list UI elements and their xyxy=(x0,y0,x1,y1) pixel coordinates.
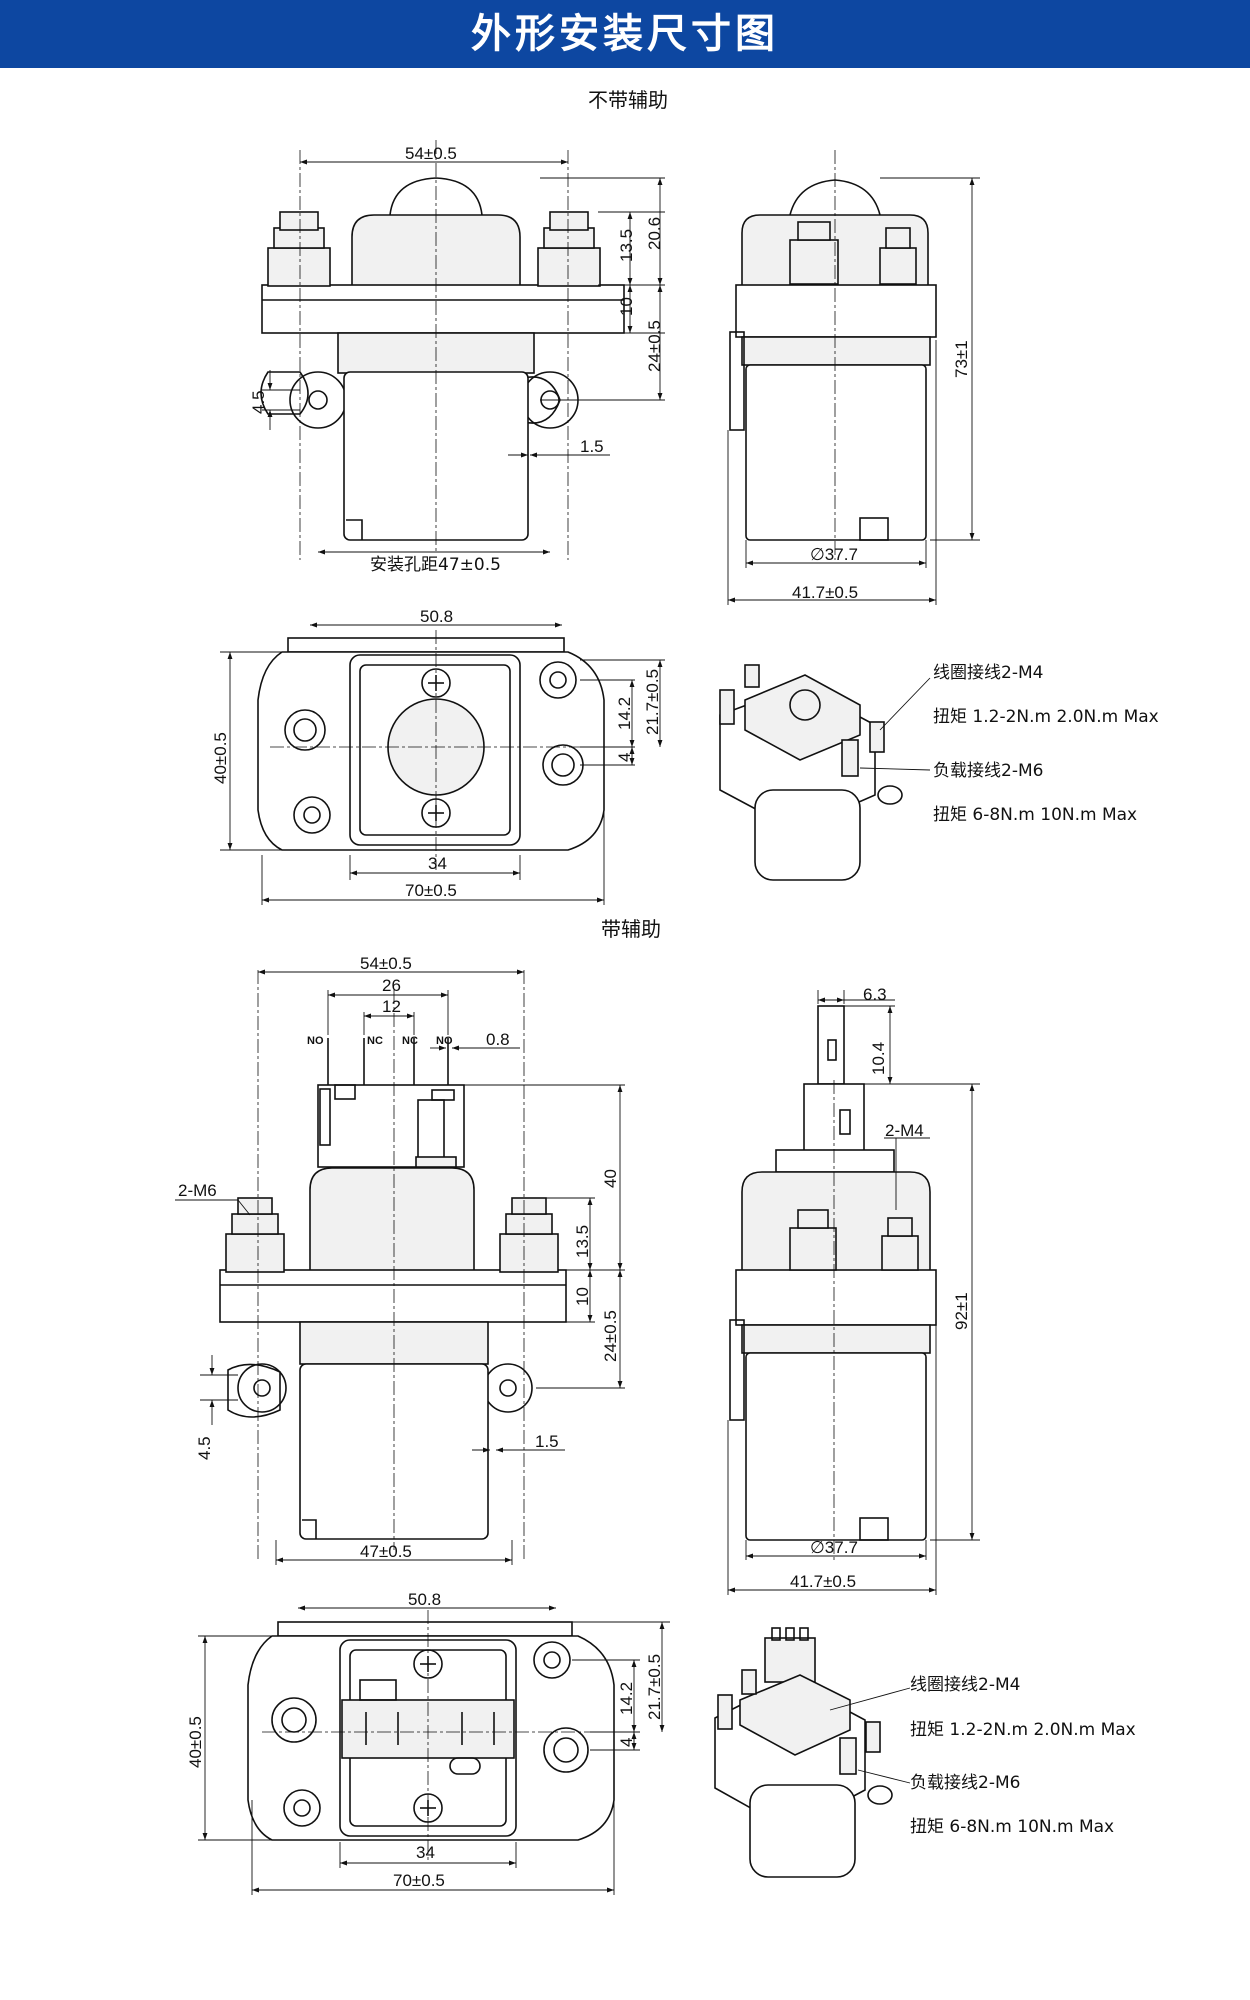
dim-h45: 4.5 xyxy=(249,390,268,414)
load-torque-note: 扭矩 6-8N.m 10N.m Max xyxy=(910,1817,1114,1837)
dim-width: 54±0.5 xyxy=(405,144,457,163)
isometric-view-with-aux: 线圈接线2-M4 扭矩 1.2-2N.m 2.0N.m Max 负载接线2-M6… xyxy=(714,1627,1136,1878)
coil-terminal-note: 线圈接线2-M4 xyxy=(933,663,1043,683)
dim-h10: 10 xyxy=(573,1287,592,1306)
section-title-with-aux: 带辅助 xyxy=(601,917,661,941)
dim-diameter: ∅37.7 xyxy=(810,545,858,564)
dim-offset: 1.5 xyxy=(535,1432,559,1451)
dim-width: 54±0.5 xyxy=(360,954,412,973)
dim-offset: 1.5 xyxy=(580,437,604,456)
dim-height: 73±1 xyxy=(952,340,971,378)
dim-w50: 50.8 xyxy=(420,607,453,626)
front-view-no-aux: 54±0.5 13.5 20.6 10 24±0.5 4.5 1.5 安装孔距4… xyxy=(249,140,665,575)
top-view-no-aux: 50.8 40±0.5 14.2 21.7±0.5 4 34 70±0.5 xyxy=(211,607,665,905)
dim-w34: 34 xyxy=(416,1843,435,1862)
coil-terminal-note: 线圈接线2-M4 xyxy=(910,1675,1020,1695)
dim-h40: 40±0.5 xyxy=(186,1716,205,1768)
dim-h13: 13.5 xyxy=(573,1225,592,1258)
dim-diameter: ∅37.7 xyxy=(810,1538,858,1557)
page-title: 外形安装尺寸图 xyxy=(471,11,779,57)
load-torque-note: 扭矩 6-8N.m 10N.m Max xyxy=(933,805,1137,825)
dim-h21: 21.7±0.5 xyxy=(643,669,662,735)
side-view-with-aux: 6.3 10.4 2-M4 92±1 ∅37.7 41.7±0.5 xyxy=(727,985,980,1595)
dim-h24: 24±0.5 xyxy=(601,1310,620,1362)
dim-width: 41.7±0.5 xyxy=(790,1572,856,1591)
front-view-with-aux: NO NC NC NO 54±0.5 26 12 0.8 2-M6 40 13.… xyxy=(175,954,625,1565)
dim-h40: 40±0.5 xyxy=(211,732,230,784)
dim-h4: 4 xyxy=(617,1738,636,1747)
dim-mount-hole: 安装孔距47±0.5 xyxy=(370,555,501,575)
dim-h24: 24±0.5 xyxy=(645,320,664,372)
load-terminal-note: 负载接线2-M6 xyxy=(933,761,1043,781)
dim-m6: 2-M6 xyxy=(178,1181,217,1200)
dim-h14: 14.2 xyxy=(615,697,634,730)
dim-h10: 10 xyxy=(617,297,636,316)
dim-w70: 70±0.5 xyxy=(405,881,457,900)
dim-t08: 0.8 xyxy=(486,1030,510,1049)
isometric-view-no-aux: 线圈接线2-M4 扭矩 1.2-2N.m 2.0N.m Max 负载接线2-M6… xyxy=(719,663,1159,881)
dim-w12: 12 xyxy=(382,997,401,1016)
side-view-no-aux: 73±1 ∅37.7 41.7±0.5 xyxy=(727,150,980,605)
terminal-nc-left: NC xyxy=(367,1035,383,1047)
dim-h14: 14.2 xyxy=(617,1682,636,1715)
dim-h104: 10.4 xyxy=(869,1042,888,1075)
dim-w50: 50.8 xyxy=(408,1590,441,1609)
dim-w34: 34 xyxy=(428,854,447,873)
dim-h45: 4.5 xyxy=(195,1436,214,1460)
dim-height: 92±1 xyxy=(952,1292,971,1330)
dim-w26: 26 xyxy=(382,976,401,995)
dim-h21: 21.7±0.5 xyxy=(645,1654,664,1720)
terminal-no-left: NO xyxy=(307,1035,324,1047)
dim-m4: 2-M4 xyxy=(885,1121,924,1140)
coil-torque-note: 扭矩 1.2-2N.m 2.0N.m Max xyxy=(910,1720,1136,1740)
dim-w47: 47±0.5 xyxy=(360,1542,412,1561)
terminal-nc-right: NC xyxy=(402,1035,418,1047)
terminal-no-right: NO xyxy=(436,1035,453,1047)
header-bar: 外形安装尺寸图 xyxy=(0,0,1250,68)
dim-h13: 13.5 xyxy=(617,229,636,262)
dim-h40: 40 xyxy=(601,1169,620,1188)
dim-h4: 4 xyxy=(615,753,634,762)
dim-w70: 70±0.5 xyxy=(393,1871,445,1890)
section-title-without-aux: 不带辅助 xyxy=(588,88,668,112)
coil-torque-note: 扭矩 1.2-2N.m 2.0N.m Max xyxy=(933,707,1159,727)
dim-w63: 6.3 xyxy=(863,985,887,1004)
load-terminal-note: 负载接线2-M6 xyxy=(910,1773,1020,1793)
dim-width: 41.7±0.5 xyxy=(792,583,858,602)
dim-h20: 20.6 xyxy=(645,217,664,250)
top-view-with-aux: 50.8 40±0.5 14.2 21.7±0.5 4 34 70±0.5 xyxy=(186,1590,670,1895)
